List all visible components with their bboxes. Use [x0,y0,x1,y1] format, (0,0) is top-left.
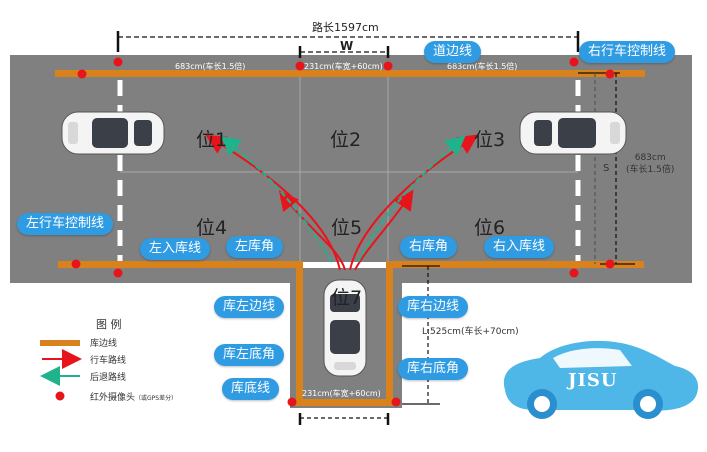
route-arrows [205,134,479,271]
legend-swatches [40,340,82,401]
logo-text: JISU [568,370,618,391]
label-left-corner: 左库角 [226,236,284,258]
dim-garage-length: L:525cm(车长+70cm) [422,327,519,337]
car-left [61,111,165,155]
label-right-control: 右行车控制线 [579,41,676,63]
label-garage-right-bottom: 库右底角 [398,358,469,380]
dim-top-left: 683cm(车长1.5倍) [175,62,246,71]
legend-camera-note: （或GPS差分） [135,395,178,402]
jisu-logo [503,340,699,419]
lane-dashes [117,80,581,262]
label-garage-left-edge: 库左边线 [214,296,285,318]
road-surface [10,55,692,283]
legend-camera-label: 红外摄像头 [90,393,136,403]
dim-top-right: 683cm(车长1.5倍) [447,62,518,71]
position-4: 位4 [196,217,228,239]
label-right-entry: 右入库线 [484,236,555,258]
label-garage-bottom: 库底线 [222,378,280,400]
label-garage-left-bottom: 库左底角 [214,344,285,366]
legend-item-reverse-route: 后退路线 [90,373,127,383]
legend-item-garage-edge: 库边线 [90,339,118,349]
position-5: 位5 [331,217,363,239]
label-left-entry: 左入库线 [140,238,211,260]
dim-s-label: S [603,163,610,174]
label-road-edge: 道边线 [424,41,482,63]
width-label: W [340,39,354,53]
road-length-title: 路长1597cm [312,21,379,34]
label-garage-right-edge: 库右边线 [398,296,469,318]
car-garage [323,279,367,377]
dim-top-mid: 231cm(车宽+60cm) [304,62,383,71]
dimension-lines [116,31,635,425]
label-right-corner: 右库角 [400,236,458,258]
grid-lines [120,73,578,265]
dim-right-side: 683cm (车长1.5倍) [626,153,675,175]
legend-item-drive-route: 行车路线 [90,356,127,366]
legend-item-camera: 红外摄像头（或GPS差分） [90,390,177,403]
position-1: 位1 [196,129,228,151]
label-left-control: 左行车控制线 [17,213,114,235]
position-7: 位7 [331,287,363,309]
legend-title: 图 例 [96,318,122,331]
orange-lines [55,70,645,406]
position-2: 位2 [330,129,362,151]
position-3: 位3 [474,129,506,151]
camera-dots [71,57,615,407]
position-6: 位6 [474,217,506,239]
car-right [519,111,627,155]
dim-garage-width: 231cm(车宽+60cm) [302,389,381,398]
